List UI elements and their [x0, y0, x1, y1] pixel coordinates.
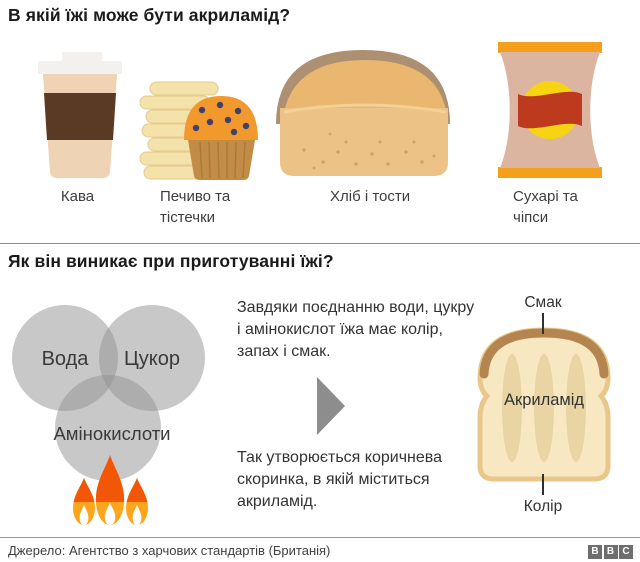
toast-top-crust: [479, 328, 609, 379]
label-crisps: Сухарі та чіпси: [513, 188, 578, 226]
bbc-block-3: C: [619, 545, 633, 559]
paragraph-bottom: Так утворюється коричнева скоринка, в як…: [237, 449, 442, 510]
venn-label-sugar: Цукор: [123, 348, 180, 370]
bag-bottom-flap: [498, 167, 602, 178]
bbc-logo: B B C: [588, 545, 633, 559]
toast-label-taste: Смак: [524, 294, 562, 311]
taste-pointer-line: [542, 313, 544, 334]
label-bread: Хліб і тости: [330, 188, 411, 205]
venn-circles: [12, 305, 205, 481]
toast-label-colour: Колір: [523, 498, 563, 515]
venn-label-water: Вода: [41, 348, 89, 370]
colour-pointer-line: [542, 474, 544, 495]
arrow-right-icon: [317, 377, 345, 435]
venn-circle-amino: [55, 375, 161, 481]
crisps-bag-icon: [498, 42, 602, 178]
label-coffee: Кава: [60, 188, 95, 205]
source-text: Джерело: Агентство з харчових стандартів…: [8, 543, 331, 558]
coffee-lid: [38, 61, 122, 74]
venn-label-amino-acids: Амінокислоти: [53, 423, 171, 444]
bread-body: [280, 108, 448, 176]
biscuits-muffin-icon: [139, 81, 258, 180]
coffee-lid-tab: [62, 52, 102, 61]
bbc-block-2: B: [603, 545, 618, 559]
section-divider: [0, 243, 640, 244]
bag-logo-banner: [518, 91, 582, 129]
bread-seam: [283, 103, 447, 114]
bbc-block-1: B: [588, 545, 602, 559]
label-biscuits: Печиво та тістечки: [160, 188, 231, 226]
toast-slice-icon: [477, 327, 611, 482]
venn-diagram: [12, 305, 205, 526]
footer-divider: [0, 537, 640, 538]
coffee-sleeve: [44, 93, 116, 140]
toast-label-acrylamide: Акриламід: [503, 391, 585, 409]
paragraph-top: Завдяки поєднанню води, цукру і амінокис…: [237, 299, 475, 360]
toast-grain-marks: [502, 354, 586, 462]
muffin: [184, 96, 258, 180]
bread-loaf-icon: [276, 50, 450, 176]
bread-speckles: [302, 132, 436, 170]
section1-title: В якій їжі може бути акриламід?: [8, 5, 291, 25]
bag-top-flap: [498, 42, 602, 53]
section2-title: Як він виникає при приготуванні їжі?: [8, 251, 334, 271]
coffee-cup-icon: [38, 52, 122, 178]
